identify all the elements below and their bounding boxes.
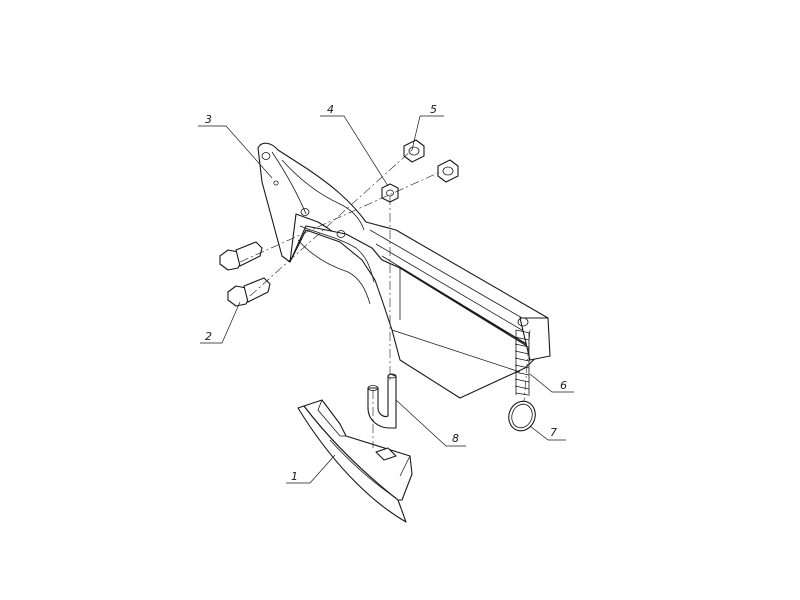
- svg-text:6: 6: [560, 379, 567, 392]
- callout-6: 6: [529, 373, 574, 393]
- callout-1: 1: [286, 454, 336, 484]
- nut-part: [403, 139, 459, 183]
- callout-3: 3: [198, 113, 273, 179]
- center-lines: [239, 149, 531, 448]
- svg-text:7: 7: [550, 426, 557, 439]
- svg-text:5: 5: [430, 103, 437, 116]
- svg-text:8: 8: [452, 432, 459, 445]
- pin-part: [367, 373, 397, 429]
- blade-part: [297, 399, 413, 523]
- svg-text:4: 4: [327, 103, 334, 116]
- callout-8: 8: [395, 399, 466, 447]
- arm-part: [257, 142, 551, 399]
- svg-text:3: 3: [205, 113, 212, 126]
- svg-text:2: 2: [205, 330, 212, 343]
- ring-part: [508, 400, 536, 432]
- callout-4: 4: [320, 103, 389, 187]
- callout-2: 2: [200, 301, 241, 344]
- callout-5: 5: [411, 103, 444, 151]
- svg-text:1: 1: [291, 470, 298, 483]
- bolt-part: [219, 241, 271, 307]
- callout-7: 7: [529, 425, 566, 441]
